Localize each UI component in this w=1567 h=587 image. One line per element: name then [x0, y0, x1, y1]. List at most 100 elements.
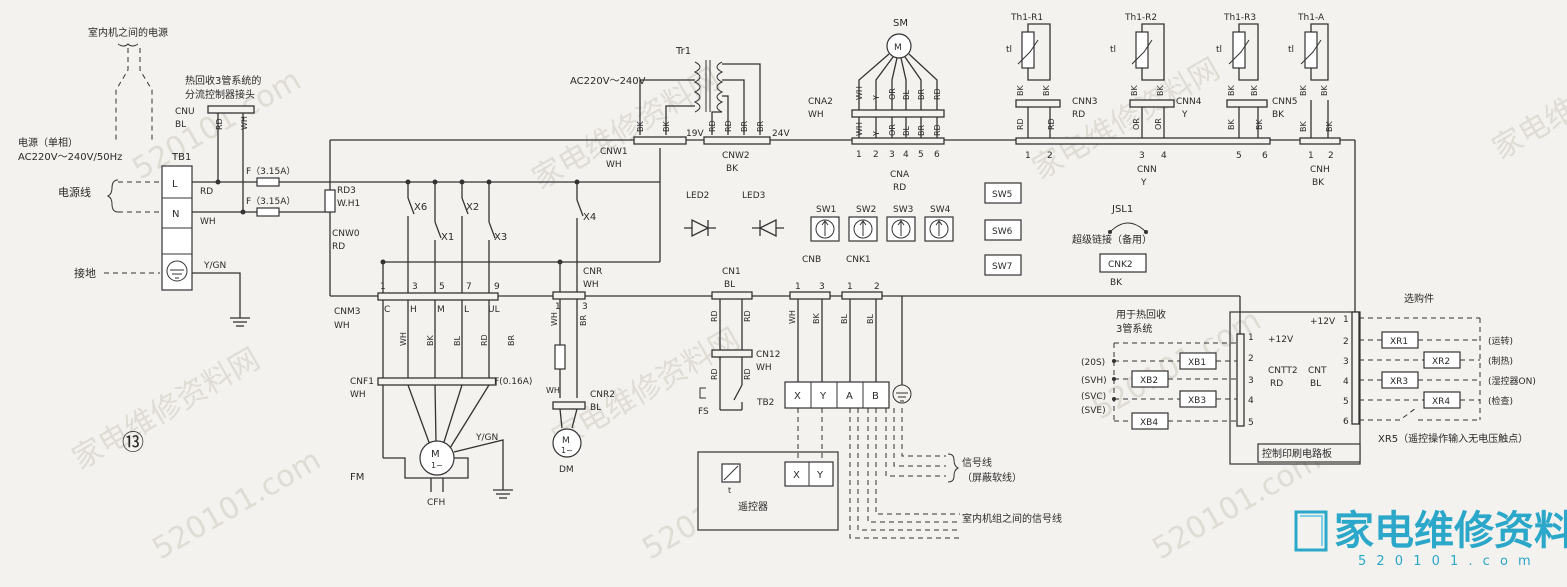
label-bl: BL [590, 403, 601, 413]
label-run: (运转) [1488, 335, 1513, 347]
thermistor-icon [1232, 31, 1246, 69]
wire-color: Y [872, 131, 881, 137]
wire-color: BL [902, 90, 911, 100]
label-rd: RD [893, 183, 906, 193]
cnm3-l: L [464, 305, 469, 315]
pin: 6 [1262, 151, 1268, 161]
label-tr1: Tr1 [675, 46, 691, 57]
label-xr2: XR2 [1432, 357, 1450, 367]
t-mark: t [728, 486, 731, 495]
label-th1r1: Th1-R1 [1010, 13, 1043, 23]
label-sw3: SW3 [893, 205, 913, 215]
cnu-connector [207, 105, 255, 114]
label-cna: CNA [890, 170, 910, 180]
label-remote: 遥控器 [738, 500, 768, 513]
site-logo: 家电维修资料网 5 2 0 1 0 1 . c o m [1294, 508, 1567, 569]
wire [665, 105, 695, 135]
control-pcb-label-box [1257, 443, 1361, 463]
label-bl: BL [175, 120, 186, 130]
thermistor-slash [1017, 39, 1039, 65]
label-xb4: XB4 [1140, 418, 1158, 428]
brace [117, 43, 139, 47]
pin: 4 [1161, 151, 1167, 161]
cnh-connector [1299, 137, 1341, 145]
led3-icon [752, 218, 784, 238]
label-tb2: TB2 [756, 398, 774, 408]
label-bl: BL [1310, 379, 1321, 389]
wire [407, 384, 431, 446]
cnm3-ul: UL [488, 305, 500, 315]
cnk2-connector [1099, 253, 1147, 273]
terminal-a: A [846, 391, 853, 402]
wire-color: RD [215, 118, 224, 130]
junction [1112, 359, 1116, 363]
terminal-l: L [172, 179, 178, 190]
label-cnh: CNH [1310, 165, 1330, 175]
cnk1-connector [841, 291, 883, 300]
pin: 1 [380, 282, 386, 292]
pin: 1 [795, 282, 801, 292]
transformer-coil [693, 61, 701, 113]
label-p12v: +12V [1268, 335, 1294, 345]
label-hr-3pipe-2: 3管系统 [1116, 322, 1152, 335]
label-24v: 24V [772, 129, 790, 139]
rotary-switches [810, 216, 954, 242]
wire-color: WH [240, 116, 249, 130]
dashed-signal [893, 408, 946, 467]
switch-contact [733, 384, 743, 401]
label-heat-recovery-2: 分流控制器接头 [185, 88, 255, 101]
arrow-up-icon [897, 220, 905, 236]
cnm3-c: C [384, 305, 390, 315]
pin: 5 [439, 282, 445, 292]
label-f016: F(0.16A) [494, 377, 532, 387]
label-signal-line-2: （屏蔽软线） [962, 471, 1022, 484]
pin: 2 [873, 150, 879, 160]
rd3-resistor [324, 189, 336, 213]
logo-text: 家电维修资料网 [1334, 508, 1567, 554]
wire-color: RD [708, 120, 717, 132]
wire-color: RD [710, 368, 719, 380]
label-sm: SM [893, 18, 908, 29]
label-bk: BK [1312, 178, 1325, 188]
pin: 1 [1308, 151, 1314, 161]
label-wh: WH [606, 160, 622, 170]
label-dm: DM [559, 465, 574, 475]
wire-color: BK [1255, 119, 1264, 130]
pin: 1 [847, 282, 853, 292]
wire-ground [453, 439, 504, 490]
motor-m: M [431, 449, 440, 460]
pin: 6 [1343, 417, 1349, 427]
label-ground: 接地 [74, 267, 96, 280]
wire-color: BK [1227, 85, 1236, 96]
wire [1141, 23, 1165, 81]
wire-color: BL [866, 314, 875, 324]
label-check: (检查) [1488, 395, 1513, 407]
label-cnu: CNU [175, 107, 195, 117]
label-p12v: +12V [1310, 317, 1336, 327]
label-sve: (SVE) [1081, 406, 1106, 416]
label-xr1: XR1 [1390, 337, 1408, 347]
thermistor-icon [1021, 31, 1035, 69]
label-cnw1: CNW1 [600, 147, 628, 157]
wire [858, 53, 890, 110]
thermistor-slash [1131, 39, 1153, 65]
cn12-connector [711, 349, 753, 358]
brace [947, 453, 960, 483]
cntt2-connector [1236, 333, 1245, 427]
label-x1: X1 [441, 232, 454, 243]
watermark: 家电维修资料网 [1027, 52, 1226, 187]
label-xr4: XR4 [1432, 397, 1450, 407]
junction [215, 179, 221, 185]
wire-color: BK [1320, 85, 1329, 96]
jumper-pin [1108, 230, 1112, 234]
label-bl: BL [724, 280, 735, 290]
pin: 3 [1139, 151, 1145, 161]
wire [1238, 23, 1259, 81]
pin: 5 [918, 150, 924, 160]
arrow-up-icon [935, 220, 943, 236]
label-xb2: XB2 [1140, 376, 1158, 386]
optional-block: XR1 XR2 XR3 XR4 [1359, 317, 1481, 421]
wire-color: BK [636, 121, 645, 132]
label-sw7: SW7 [992, 262, 1012, 272]
label-cnb: CNB [802, 255, 821, 265]
